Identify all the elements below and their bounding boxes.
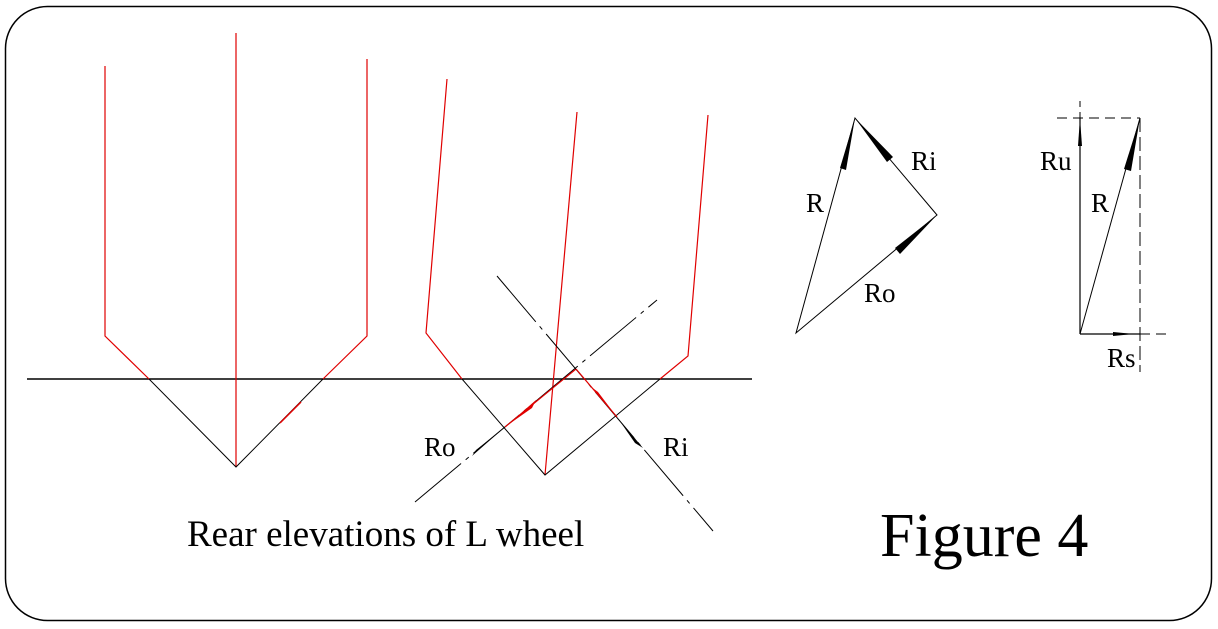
triangle-outline (795, 116, 938, 335)
rs-arrow (1113, 332, 1134, 336)
leaning-tread-vee (461, 378, 661, 476)
force-triangle: R Ri Ro (795, 116, 938, 335)
figure-title: Figure 4 (880, 502, 1088, 570)
figure-frame (4, 5, 1213, 622)
caption: Rear elevations of L wheel (187, 514, 584, 555)
ri-force-arrow (617, 417, 643, 448)
label-ro: Ro (424, 432, 456, 462)
ru-arrow (1078, 118, 1082, 146)
r-component-arrow (1124, 118, 1140, 171)
r-arrow (840, 118, 855, 170)
label-ri: Ri (663, 432, 689, 462)
ro-arrow (895, 215, 937, 254)
upright-wheel-elevation (27, 33, 752, 468)
component-label-ru: Ru (1040, 146, 1072, 176)
wheel-outline-right (322, 59, 368, 380)
triangle-label-r: R (806, 188, 824, 218)
leaning-outline-right (659, 114, 709, 380)
component-label-r: R (1091, 188, 1109, 218)
contact-mark (279, 401, 302, 424)
component-label-rs: Rs (1107, 343, 1136, 373)
wheel-outline-left (104, 66, 150, 380)
ri-reaction-arrow (590, 386, 617, 417)
component-diagram: Ru R Rs (1040, 99, 1170, 373)
triangle-label-ri: Ri (911, 146, 937, 176)
leaning-centerline (544, 111, 578, 476)
triangle-label-ro: Ro (864, 278, 896, 308)
leaning-wheel-elevation: Ro Ri (414, 78, 714, 532)
ro-reaction-arrow (505, 400, 536, 427)
ro-force-arrow (472, 427, 505, 456)
ri-arrow (855, 118, 893, 162)
leaning-outline-left (425, 78, 463, 380)
